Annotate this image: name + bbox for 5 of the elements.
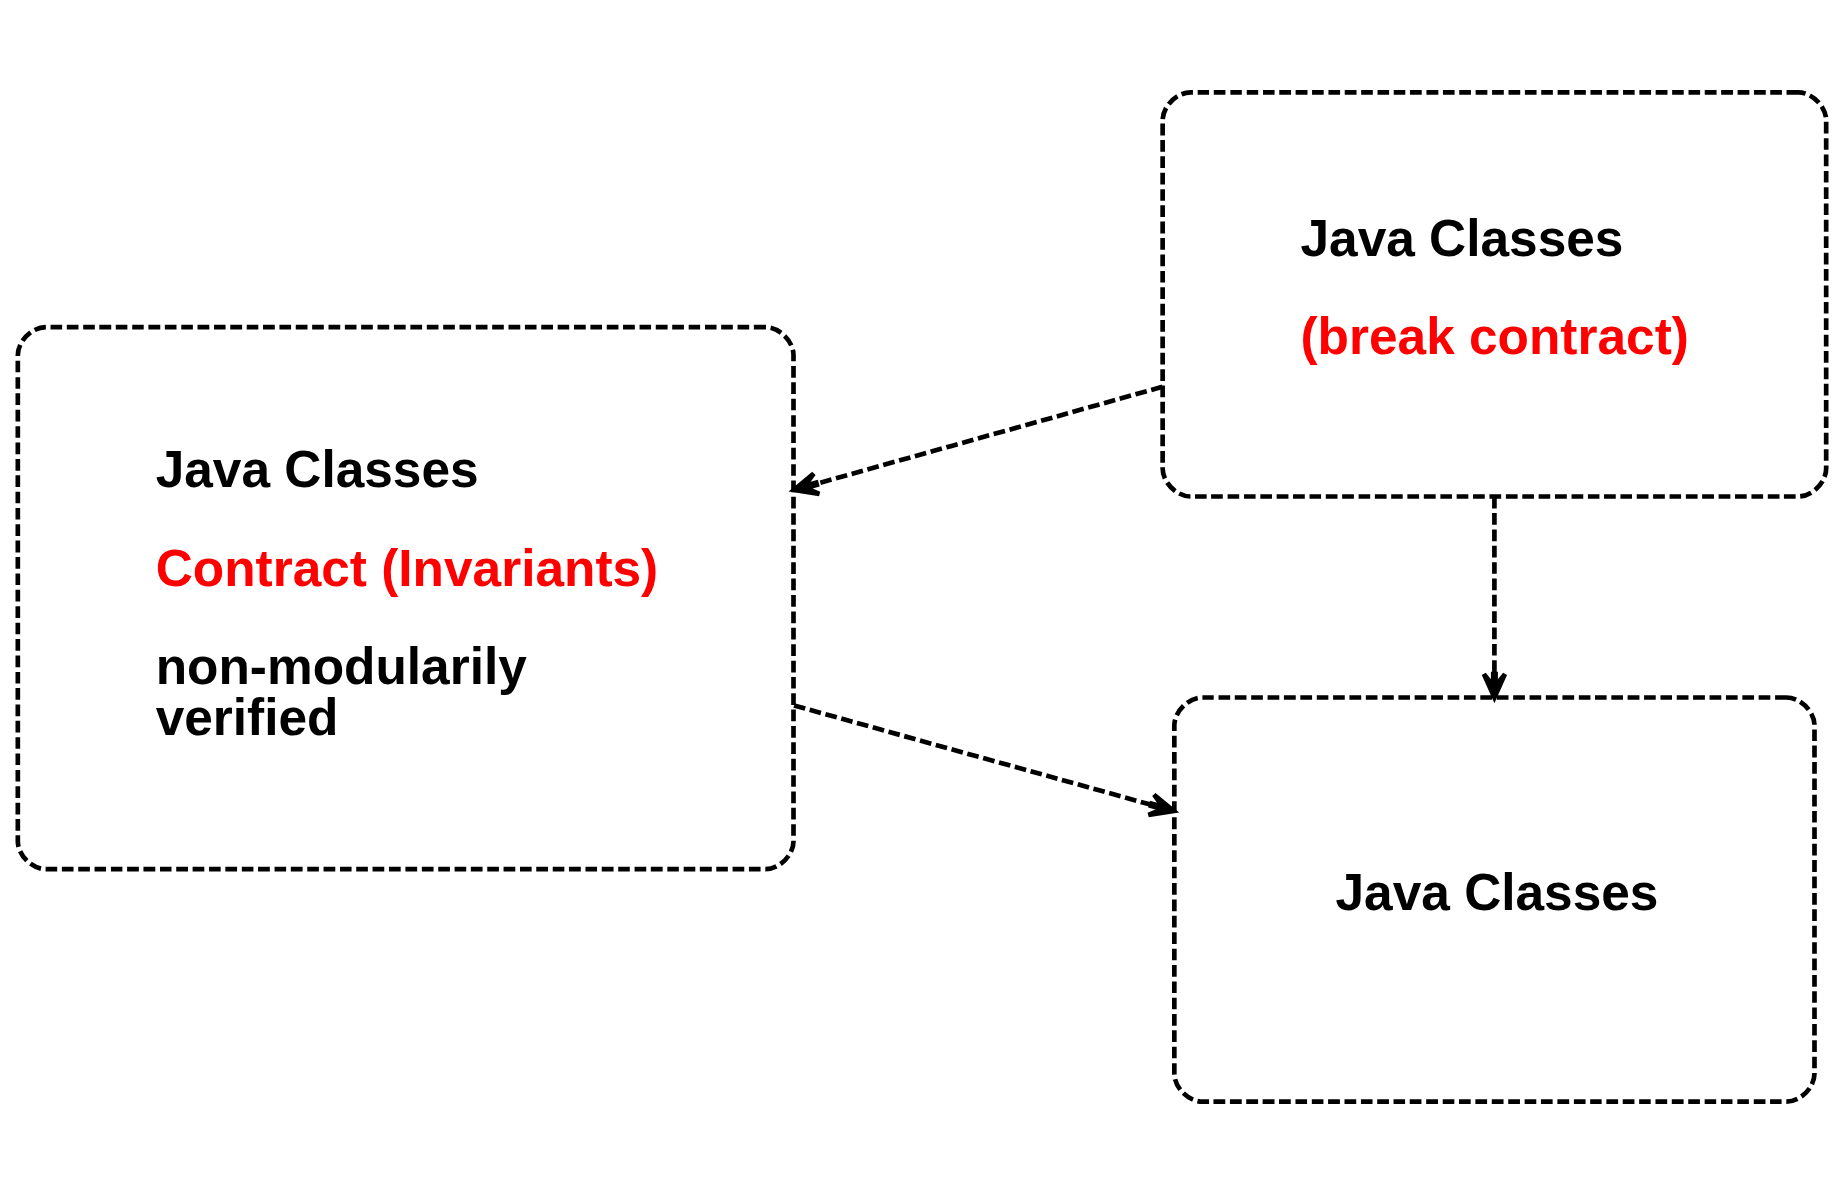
node-box: Java Classes Contract (Invariants) non-modularily verified: [15, 324, 796, 872]
node-box: Java Classes: [1172, 695, 1817, 1104]
arrow: [793, 703, 1177, 818]
node-box: Java Classes (break contract): [1160, 90, 1829, 499]
arrow: [791, 384, 1163, 497]
